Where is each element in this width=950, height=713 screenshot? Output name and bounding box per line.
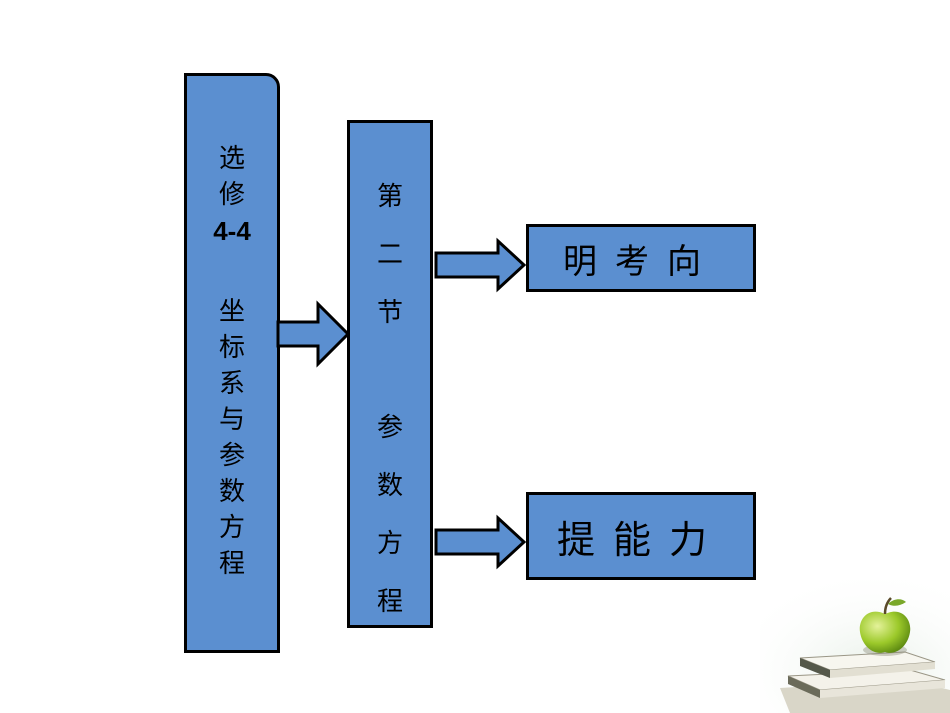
section-title: 参 数 方 程 <box>350 399 430 631</box>
module-title-char: 程 <box>218 549 245 579</box>
module-char: 选 <box>218 144 245 174</box>
module-title-char: 与 <box>218 405 245 435</box>
section-top-label: 第 二 节 <box>350 168 430 342</box>
module-title: 坐 标 系 与 参 数 方 程 <box>187 294 277 582</box>
module-char: 修 <box>218 180 245 210</box>
branch-box-top[interactable]: 明考向 <box>526 224 756 292</box>
module-title-char: 参 <box>218 441 245 471</box>
module-title-char: 标 <box>218 333 245 363</box>
section-char: 第 <box>376 182 403 212</box>
section-title-char: 数 <box>376 471 403 501</box>
arrow-right-icon <box>434 237 527 293</box>
module-title-char: 数 <box>218 477 245 507</box>
branch-label: 明考向 <box>563 241 719 282</box>
arrow-right-icon <box>276 300 351 368</box>
branch-label: 提能力 <box>556 517 725 562</box>
section-title-char: 参 <box>376 413 403 443</box>
section-char: 二 <box>376 240 403 270</box>
arrow-right-icon <box>434 514 527 570</box>
section-char: 节 <box>376 298 403 328</box>
section-title-char: 方 <box>376 529 403 559</box>
section-title-char: 程 <box>376 587 403 617</box>
section-box: 第 二 节 参 数 方 程 <box>347 120 433 628</box>
module-top-label: 选 修 4-4 <box>187 141 277 249</box>
module-title-char: 坐 <box>218 297 245 327</box>
module-title-char: 系 <box>218 369 245 399</box>
module-title-char: 方 <box>218 513 245 543</box>
apple-on-books-icon <box>760 580 950 713</box>
branch-box-bottom[interactable]: 提能力 <box>526 492 756 580</box>
module-code: 4-4 <box>213 216 251 246</box>
module-box: 选 修 4-4 坐 标 系 与 参 数 方 程 <box>184 73 280 653</box>
